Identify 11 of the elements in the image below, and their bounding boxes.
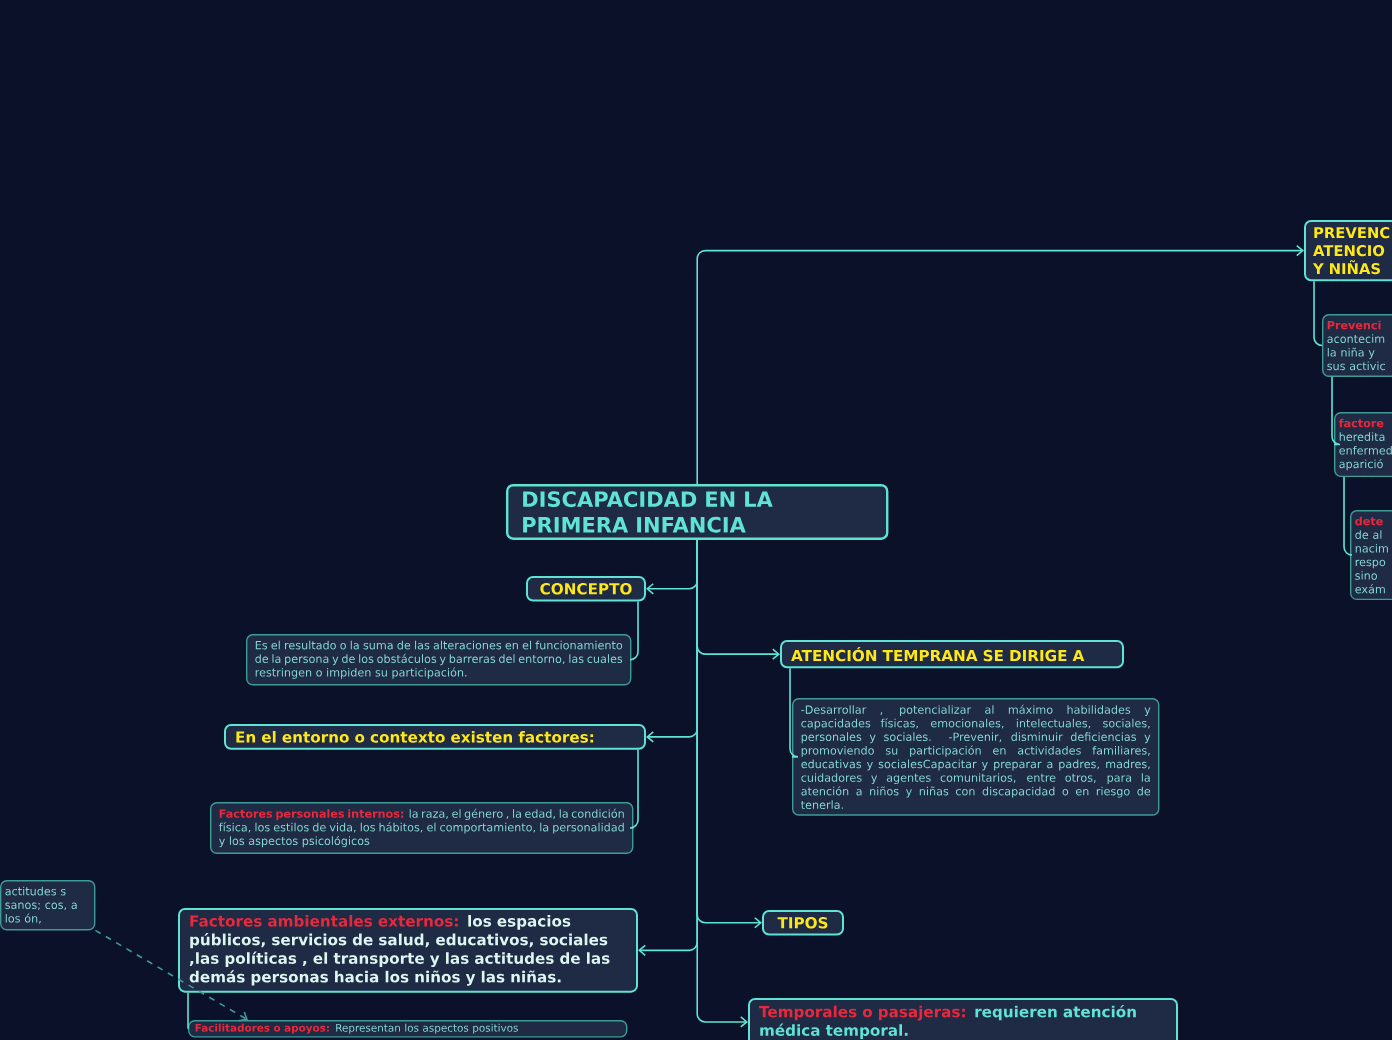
connector-line	[789, 667, 799, 758]
dashed-arrow	[94, 929, 248, 1022]
connector-line	[187, 991, 189, 1030]
connector-line	[629, 600, 639, 661]
arrow	[696, 244, 1304, 485]
arrow	[696, 539, 748, 1028]
connector-line	[629, 748, 639, 829]
central-topic-box: DISCAPACIDAD EN LA PRIMERA INFANCIA	[506, 484, 889, 540]
connector-line	[1331, 376, 1341, 446]
connector-line	[1343, 476, 1353, 556]
connector-line	[1313, 280, 1323, 347]
